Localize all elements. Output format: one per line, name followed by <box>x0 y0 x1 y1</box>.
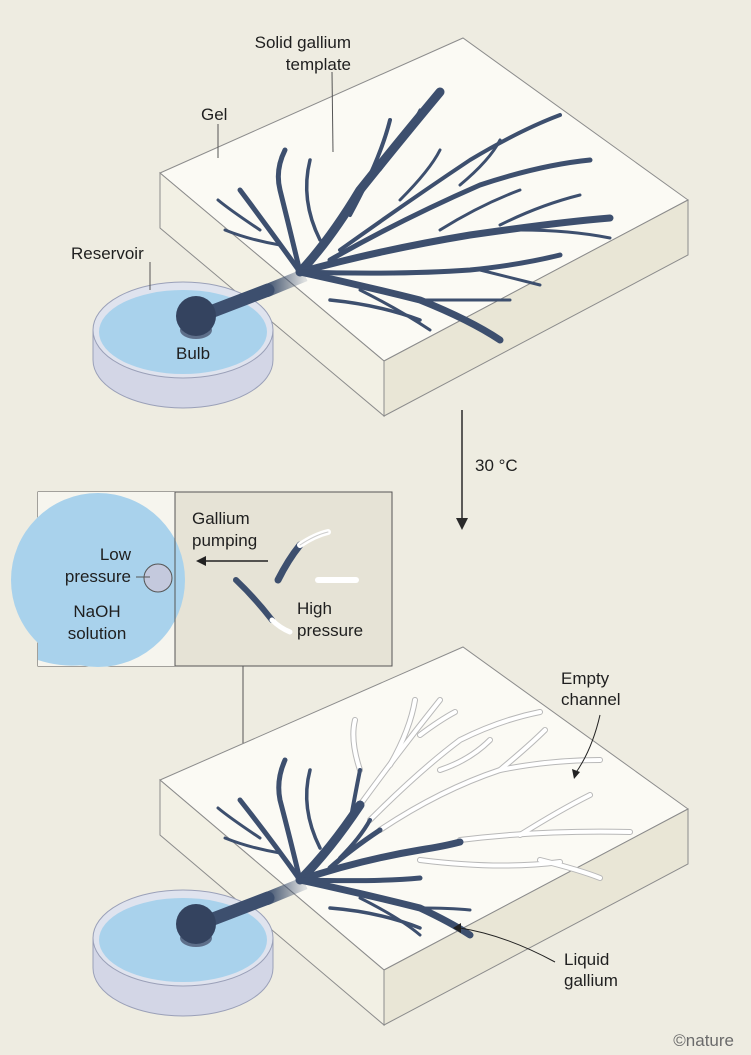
top-bulb <box>176 296 216 339</box>
top-gallium-network <box>216 87 614 344</box>
solid-template-label-line1: Solid gallium <box>255 33 351 52</box>
temperature-label: 30 °C <box>475 456 518 475</box>
reservoir-label: Reservoir <box>71 244 144 263</box>
solid-template-label-line2: template <box>286 55 351 74</box>
empty-channel-label-line1: Empty <box>561 669 610 688</box>
empty-channel-arrow <box>574 714 601 775</box>
high-pressure-label-line2: pressure <box>297 621 363 640</box>
liquid-gallium-label-line2: gallium <box>564 971 618 990</box>
inset-bulb <box>143 563 173 593</box>
bottom-labels: Empty channel Liquid gallium <box>453 669 621 990</box>
nature-credit: ©nature <box>673 1031 734 1050</box>
high-pressure-label-line1: High <box>297 599 332 618</box>
bottom-bulb <box>176 904 216 947</box>
bottom-gallium-network <box>216 757 474 939</box>
naoh-pool <box>11 493 185 667</box>
empty-channel-label-line2: channel <box>561 690 621 709</box>
gel-label: Gel <box>201 105 227 124</box>
liquid-gallium-arrow <box>459 927 556 963</box>
inset-labels: Gallium pumping Low pressure NaOH soluti… <box>65 509 363 643</box>
low-pressure-label-line1: Low <box>100 545 132 564</box>
liquid-gallium-label-line1: Liquid <box>564 950 609 969</box>
temperature-arrow: 30 °C <box>456 410 518 530</box>
naoh-label-line2: solution <box>68 624 127 643</box>
top-labels: Solid gallium template Gel Reservoir Bul… <box>71 33 351 363</box>
naoh-label-line1: NaOH <box>73 602 120 621</box>
bulb-label: Bulb <box>176 344 210 363</box>
solid-template-leader <box>331 71 334 153</box>
gallium-pumping-label-line2: pumping <box>192 531 257 550</box>
empty-channel-network <box>350 697 633 881</box>
pressure-inset <box>11 491 393 667</box>
low-pressure-label-line2: pressure <box>65 567 131 586</box>
gallium-pumping-label-line1: Gallium <box>192 509 250 528</box>
